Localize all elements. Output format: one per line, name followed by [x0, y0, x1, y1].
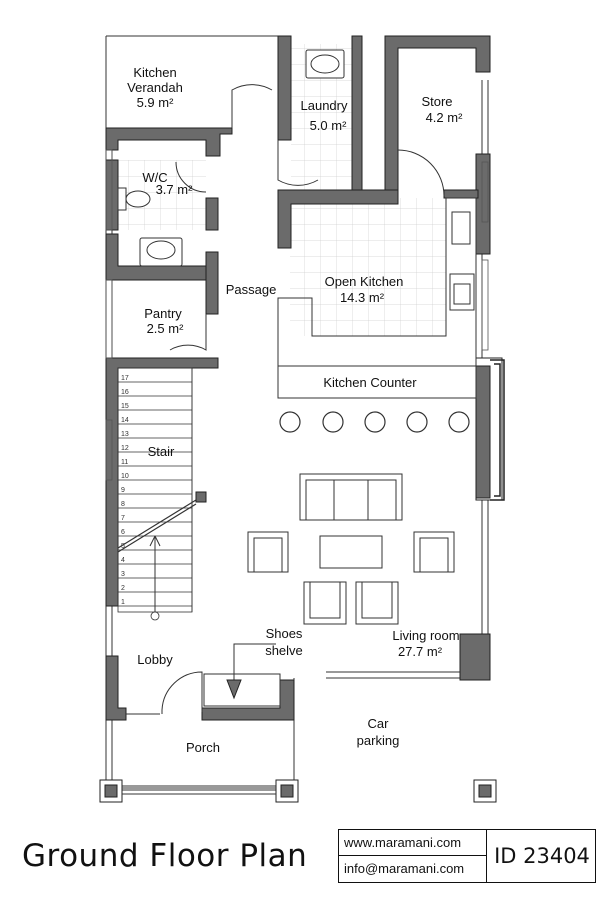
plan-title: Ground Floor Plan: [22, 838, 308, 874]
toilet-bowl: [125, 190, 151, 208]
stair-step-number: 4: [121, 557, 125, 564]
kitchen-top-wall: [277, 189, 399, 249]
stair-step-number: 8: [121, 501, 125, 508]
pantry-area: 2.5 m²: [147, 321, 185, 336]
walls: [105, 35, 503, 721]
stair-step-number: 15: [121, 403, 129, 410]
stool: [364, 411, 386, 433]
laundry-left-wall: [277, 35, 292, 141]
door-swings: [126, 84, 445, 715]
stool: [448, 411, 470, 433]
sofa: [299, 473, 403, 521]
kitchen-verandah-label-2: Verandah: [127, 80, 183, 95]
newel-post: [195, 491, 207, 503]
armchair: [355, 581, 399, 625]
right-window-bay: [490, 359, 505, 501]
stair-step-number: 10: [121, 473, 129, 480]
open-kitchen-area: 14.3 m²: [340, 290, 385, 305]
stair-step-number: 3: [121, 571, 125, 578]
kitchen-verandah-label-1: Kitchen: [133, 65, 176, 80]
bar-stools: [279, 411, 470, 433]
pantry-label: Pantry: [144, 306, 182, 321]
room-labels: Kitchen Verandah 5.9 m² Laundry 5.0 m² S…: [127, 65, 463, 755]
stair-step-number: 1: [121, 599, 125, 606]
car-parking-label-1: Car: [368, 716, 390, 731]
laundry-right-wall: [351, 35, 363, 191]
bath-fixtures: [117, 49, 345, 267]
laundry-label: Laundry: [301, 98, 348, 113]
armchair: [247, 531, 289, 573]
window-strips: [105, 149, 489, 481]
laundry-area: 5.0 m²: [310, 118, 348, 133]
lobby-label: Lobby: [137, 652, 173, 667]
stair-step-number: 17: [121, 375, 129, 382]
stair-step-number: 12: [121, 445, 129, 452]
porch-posts: [99, 779, 497, 803]
shoes-shelve-label-2: shelve: [265, 643, 303, 658]
stair-step-number: 16: [121, 389, 129, 396]
living-corner-wall: [459, 633, 491, 681]
stair-steps: [117, 367, 197, 621]
stool: [406, 411, 428, 433]
stove: [451, 211, 471, 245]
kitchen-fixtures: [277, 197, 477, 399]
wc-right-wall: [205, 197, 219, 231]
stair-step-number: 13: [121, 431, 129, 438]
shoes-shelve: [203, 643, 281, 707]
stair-step-number: 6: [121, 529, 125, 536]
kitchen-verandah-area: 5.9 m²: [137, 95, 175, 110]
right-column: [475, 365, 491, 499]
shoes-wall: [201, 679, 295, 721]
stool: [279, 411, 301, 433]
porch-label: Porch: [186, 740, 220, 755]
stair-step-number: 7: [121, 515, 125, 522]
info-box: www.maramani.com info@maramani.com ID 23…: [338, 829, 596, 883]
car-parking-label-2: parking: [357, 733, 400, 748]
stool: [322, 411, 344, 433]
wc-area: 3.7 m²: [156, 182, 194, 197]
passage-wall: [205, 251, 219, 315]
coffee-table: [319, 535, 383, 569]
stair-step-number: 5: [121, 543, 125, 550]
living-room-area: 27.7 m²: [398, 644, 443, 659]
stair-step-number: 9: [121, 487, 125, 494]
website-text: www.maramani.com: [339, 830, 487, 856]
wc-label: W/C: [142, 170, 167, 185]
stair-step-number: 14: [121, 417, 129, 424]
passage-label: Passage: [226, 282, 277, 297]
stair-numbers: 17 16 15 14 13 12 11 10 9 8 7 6 5 4 3 2 1: [121, 375, 129, 606]
kitchen-counter-label: Kitchen Counter: [323, 375, 417, 390]
toilet-tank: [117, 187, 127, 211]
stair-step-number: 2: [121, 585, 125, 592]
shoes-shelve-label-1: Shoes: [266, 626, 303, 641]
email-text: info@maramani.com: [339, 856, 487, 883]
plan-id: ID 23404: [494, 844, 590, 868]
verandah-wall: [105, 127, 233, 157]
store-area: 4.2 m²: [426, 110, 464, 125]
stair-label: Stair: [148, 444, 175, 459]
store-label: Store: [421, 94, 452, 109]
kitchen-counter: [277, 365, 477, 399]
store-bottom-wall: [443, 189, 479, 199]
open-kitchen-label: Open Kitchen: [325, 274, 404, 289]
lobby-wall: [105, 655, 127, 721]
kitchen-floor: [290, 198, 446, 336]
armchair: [303, 581, 347, 625]
living-furniture: [247, 473, 455, 625]
stair-step-number: 11: [121, 459, 128, 466]
living-room-label: Living room: [392, 628, 459, 643]
